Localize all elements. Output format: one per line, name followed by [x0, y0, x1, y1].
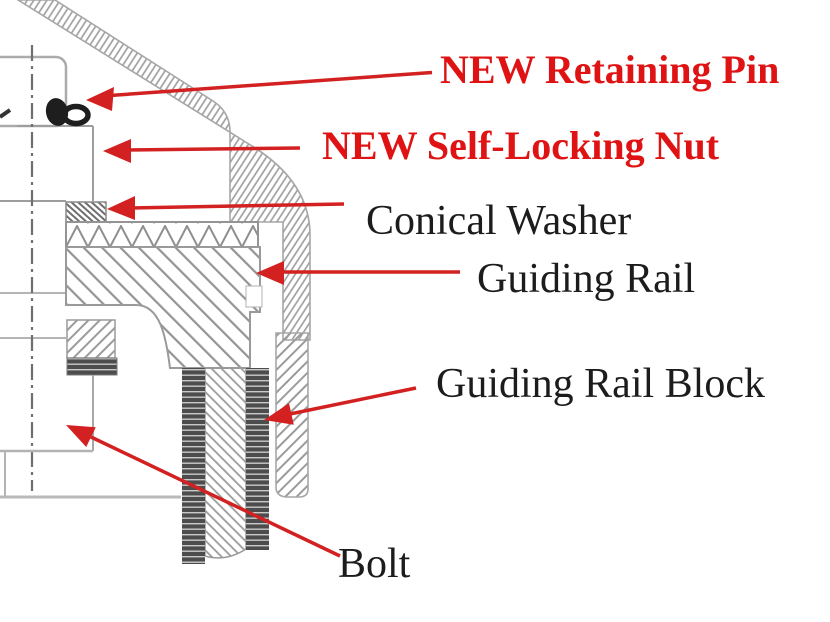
- retaining-pin-graphic: [45, 98, 91, 127]
- label-guiding-rail: Guiding Rail: [477, 256, 696, 302]
- leader-arrows: [66, 70, 460, 558]
- label-conical-washer: Conical Washer: [366, 198, 632, 244]
- leader-retaining-pin: [86, 70, 433, 111]
- leader-conical-washer: [107, 196, 345, 220]
- leader-guiding-rail: [256, 261, 460, 285]
- label-self-locking-nut: NEW Self-Locking Nut: [322, 123, 720, 168]
- label-bolt: Bolt: [338, 541, 411, 587]
- conical-washer-section: [65, 201, 259, 248]
- leader-bolt: [66, 425, 341, 558]
- label-guiding-rail-block: Guiding Rail Block: [436, 361, 765, 407]
- label-retaining-pin: NEW Retaining Pin: [440, 47, 780, 92]
- leader-guiding-rail-block: [264, 386, 417, 425]
- guiding-rail-section: [65, 246, 263, 376]
- leader-self-locking-nut: [103, 139, 301, 163]
- bolt-section: [182, 367, 269, 564]
